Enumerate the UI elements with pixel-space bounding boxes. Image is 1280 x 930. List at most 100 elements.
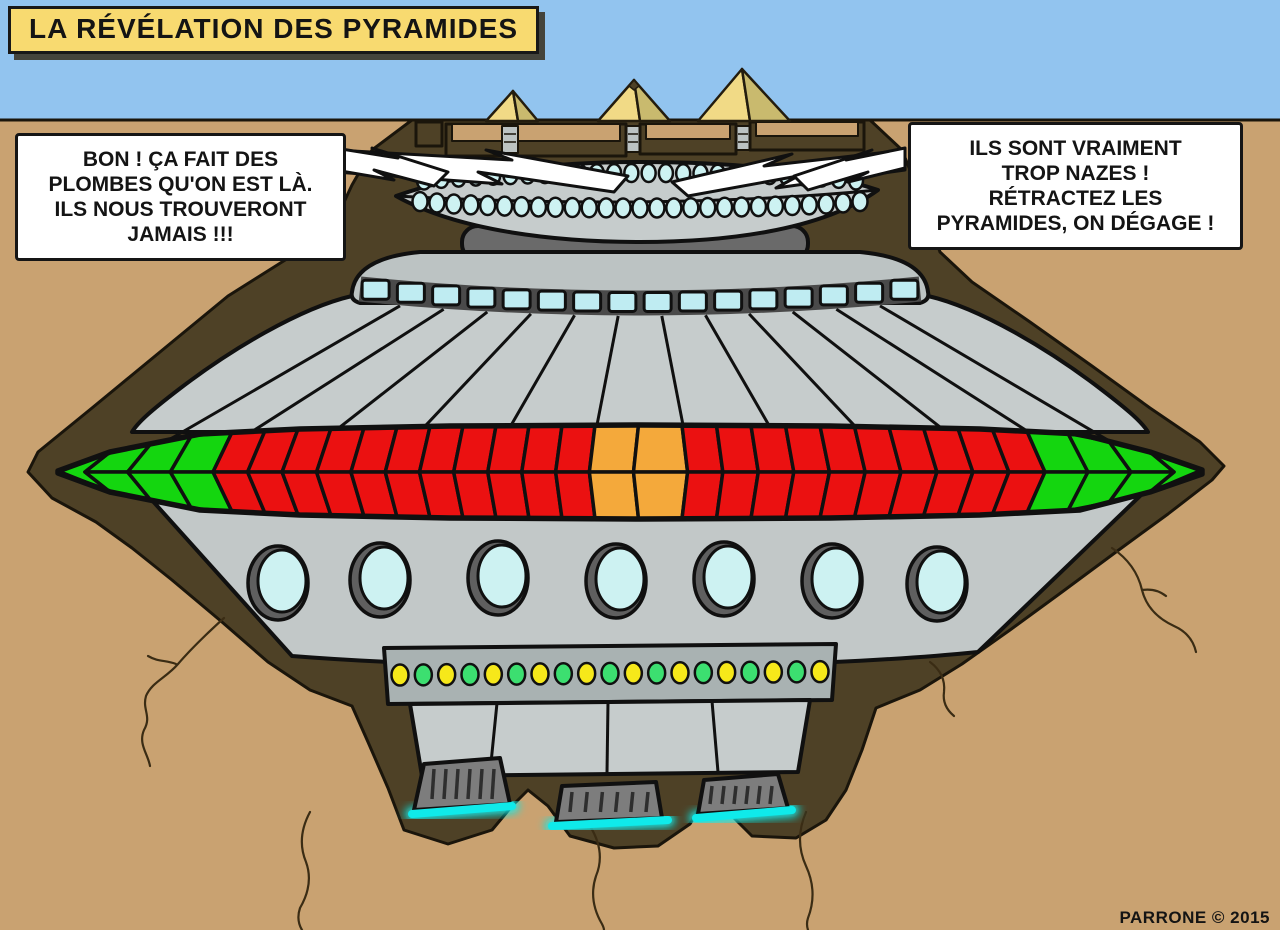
- bottom-light: [530, 662, 550, 686]
- ufo-bottom-section: [408, 698, 812, 778]
- deck-window: [495, 195, 514, 217]
- foot-rib: [442, 768, 448, 800]
- dome-panel-line: [704, 314, 773, 430]
- foot-rib: [768, 785, 774, 805]
- deck-window: [563, 196, 582, 219]
- dome-panel-line: [159, 304, 401, 447]
- foot-rib: [720, 785, 726, 805]
- dome-panel-line: [507, 314, 576, 430]
- ground-cracks: [141, 546, 1198, 930]
- foot-rib: [598, 791, 605, 813]
- bottom-light: [670, 661, 690, 685]
- foot-rib: [478, 768, 484, 800]
- bottom-light: [623, 661, 644, 685]
- chevron-cell-top: [631, 423, 690, 474]
- foot-rib: [744, 785, 750, 805]
- speech-line: PYRAMIDES, ON DÉGAGE !: [936, 212, 1215, 235]
- speech-line: PLOMBES QU'ON EST LÀ.: [48, 173, 313, 196]
- landing-feet: [405, 756, 799, 833]
- speech-line: ILS NOUS TROUVERONT: [54, 198, 307, 221]
- deck-window: [698, 196, 717, 219]
- bottom-light: [763, 660, 784, 684]
- cyan-panel: [466, 286, 497, 309]
- foot-rib: [583, 791, 589, 813]
- cyan-panel: [642, 290, 673, 313]
- cyan-panel: [431, 284, 462, 307]
- porthole-glass: [476, 543, 528, 609]
- artist-signature: PARRONE © 2015: [1119, 908, 1270, 927]
- deck-window: [749, 195, 768, 218]
- deck-window: [715, 196, 734, 219]
- cyan-panel: [748, 288, 779, 311]
- deck-window: [732, 196, 751, 218]
- bottom-light: [390, 663, 410, 687]
- band-outline: [55, 422, 1205, 522]
- cyan-panel: [572, 290, 603, 313]
- foot-rib: [708, 785, 714, 805]
- foot-rib: [644, 791, 650, 813]
- bottom-light: [413, 663, 434, 687]
- deck-window: [640, 162, 657, 184]
- foot-rib: [568, 791, 574, 813]
- speech-line: JAMAIS !!!: [127, 223, 234, 246]
- deck-window: [817, 193, 835, 215]
- deck-window: [851, 190, 869, 213]
- pyramid-medium: [596, 78, 672, 123]
- foot-rib: [490, 768, 496, 800]
- deck-window: [631, 197, 649, 219]
- ufo-saucer: [55, 160, 1205, 833]
- foot-rib: [454, 768, 460, 800]
- foot-glow-strip: [692, 806, 796, 822]
- dome-panel-line: [660, 315, 686, 429]
- porthole-row: [246, 539, 969, 623]
- deck-window: [648, 197, 666, 219]
- deck-window: [428, 192, 446, 214]
- dome-panel-line: [420, 312, 533, 431]
- speech-bubble-left: BON ! ÇA FAIT DES PLOMBES QU'ON EST LÀ. …: [15, 133, 346, 261]
- bottom-light: [600, 661, 620, 686]
- foot-glow-strip: [408, 802, 516, 818]
- foot-rib: [629, 791, 635, 813]
- dome-panel-line: [594, 315, 620, 429]
- cyan-panel: [677, 290, 708, 313]
- speech-line: ILS SONT VRAIMENT: [969, 137, 1182, 160]
- bottom-light: [553, 661, 574, 686]
- deck-window: [411, 190, 429, 213]
- deck-window: [614, 197, 632, 219]
- speech-bubble-right: ILS SONT VRAIMENT TROP NAZES ! RÉTRACTEZ…: [908, 122, 1243, 250]
- speech-line: BON ! ÇA FAIT DES: [82, 148, 279, 171]
- chevron-cell-bottom: [587, 470, 641, 521]
- deck-window: [597, 197, 615, 219]
- dome-panel-line: [246, 307, 445, 436]
- porthole-glass: [358, 545, 410, 611]
- deck-window: [665, 197, 683, 219]
- bottom-light: [740, 660, 760, 684]
- bottom-light: [436, 662, 457, 687]
- dome-panel-line: [791, 310, 947, 433]
- bottom-light: [693, 660, 714, 685]
- bottom-light: [716, 660, 737, 685]
- deck-window: [580, 197, 598, 219]
- ufo-panel-lines: [159, 304, 1121, 449]
- porthole-glass: [915, 549, 967, 615]
- ground-slabs: [414, 120, 866, 158]
- dome-panel-line: [747, 312, 860, 431]
- cyan-panel: [607, 290, 638, 313]
- dome-panel-line: [333, 310, 489, 433]
- deck-window: [445, 193, 463, 215]
- deck-window: [529, 196, 548, 218]
- tail-bolt-left-short: [333, 146, 450, 188]
- bottom-light: [506, 662, 527, 686]
- pyramid-large: [696, 67, 792, 123]
- speech-line: TROP NAZES !: [1001, 162, 1150, 185]
- bottom-light: [786, 660, 807, 684]
- deck-window: [657, 162, 675, 184]
- speech-line: RÉTRACTEZ LES: [988, 187, 1163, 210]
- foot-rib: [430, 768, 436, 800]
- cyan-panel: [783, 286, 814, 309]
- bottom-light: [483, 662, 504, 687]
- bottom-light: [576, 661, 597, 686]
- cyan-panel: [889, 278, 920, 301]
- bottom-light-row: [390, 659, 830, 687]
